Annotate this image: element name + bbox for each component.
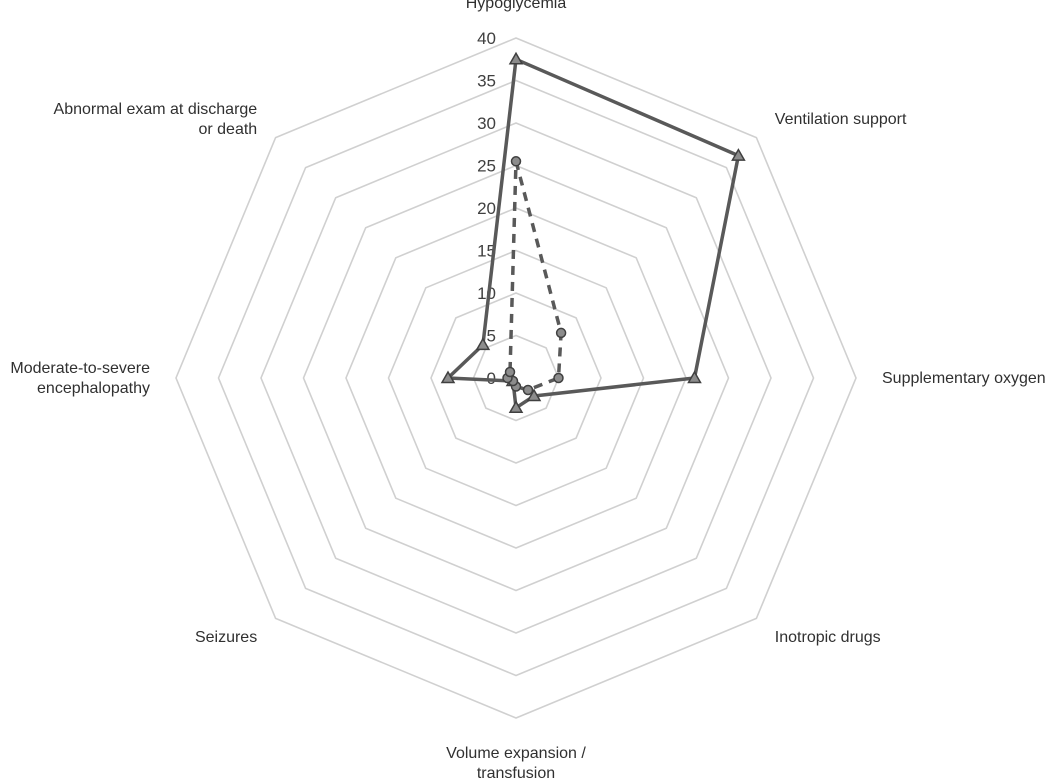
data-point-triangle [508,51,524,65]
grid-ring [472,334,560,422]
grid-ring [217,79,815,677]
data-point-triangle [731,148,746,161]
category-label: Volume expansion /transfusion [446,745,586,781]
category-label: Seizures [195,629,257,646]
tick-label: 5 [487,327,496,346]
grid-ring [260,122,772,634]
tick-label: 10 [477,284,496,303]
category-label: Ventilation support [775,111,907,128]
tick-label: 40 [477,29,496,48]
category-label: Hypoglycemia [466,0,567,12]
tick-label: 35 [477,72,496,91]
data-point-circle [504,366,516,378]
tick-label: 30 [477,114,496,133]
series-layer [440,51,746,414]
data-point-triangle [508,400,524,414]
data-point-triangle [475,337,491,351]
radar-grid [175,37,857,719]
tick-label: 20 [477,199,496,218]
data-point-circle [510,156,522,167]
grid-ring [175,37,857,719]
data-point-triangle [440,370,456,384]
data-point-triangle [526,388,542,402]
data-point-circle [553,372,564,384]
grid-ring [430,292,602,464]
data-point-circle [555,327,567,339]
tick-label: 15 [477,242,496,261]
grid-ring [387,249,645,507]
data-point-circle [522,384,534,396]
tick-label: 25 [477,157,496,176]
grid-ring [302,164,730,592]
series-line-2 [505,159,563,392]
category-label: Supplementary oxygen [882,370,1046,387]
grid-ring [345,207,687,549]
category-label: Inotropic drugs [775,629,881,646]
data-point-triangle [687,370,702,384]
